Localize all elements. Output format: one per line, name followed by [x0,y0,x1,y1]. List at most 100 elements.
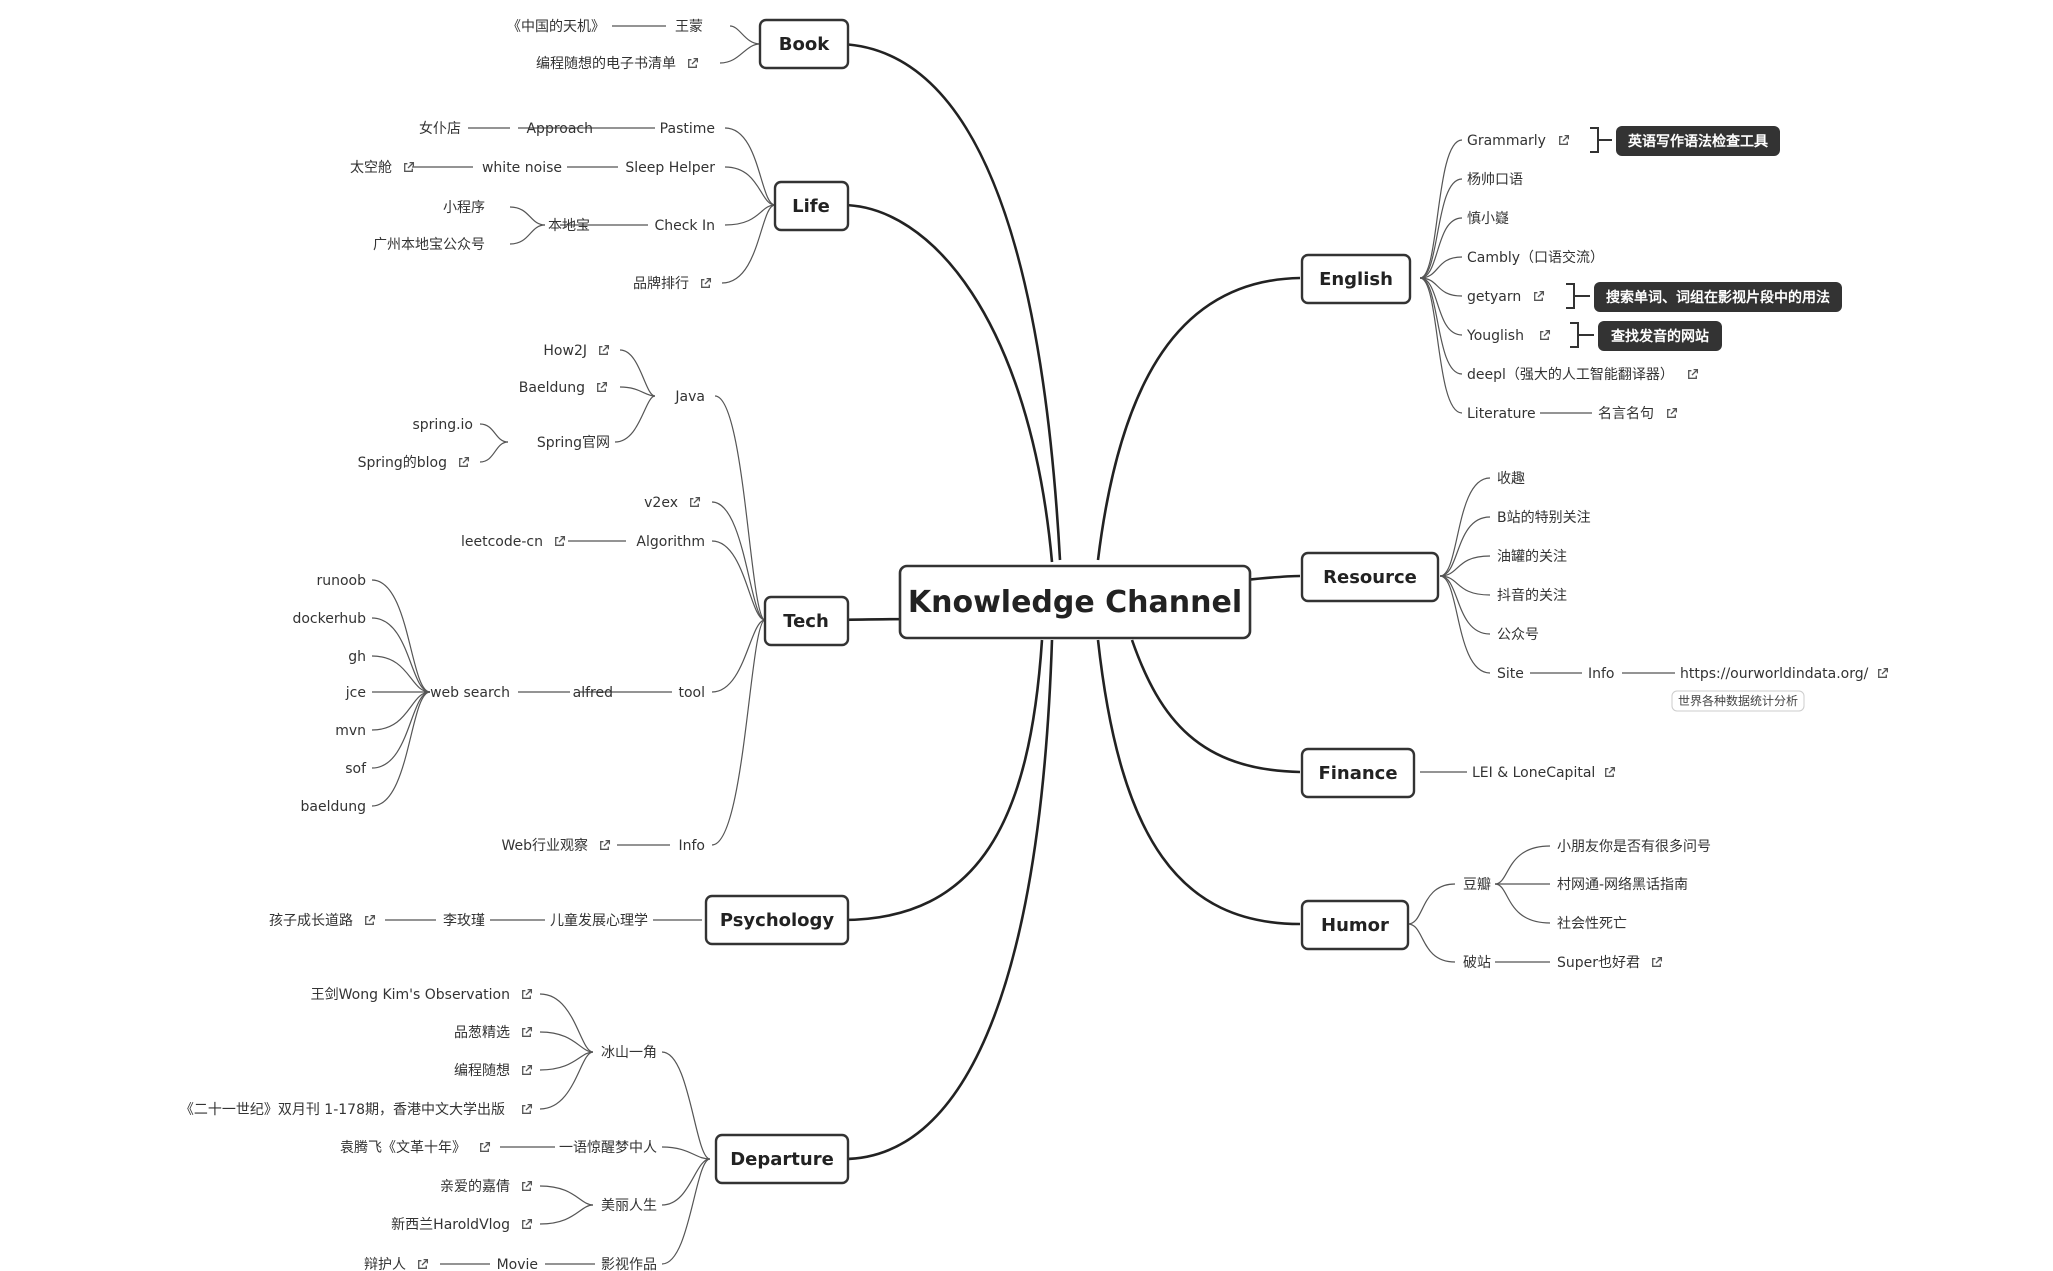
leaf-movie[interactable]: Movie [497,1257,538,1271]
leaf-web-obs[interactable]: Web行业观察 [501,837,588,854]
leaf-maid-cafe[interactable]: 女仆店 [419,120,461,137]
leaf-bilibili[interactable]: B站的特别关注 [1497,510,1591,526]
branch-tech[interactable]: Tech [763,595,850,647]
external-link-icon[interactable] [459,456,470,467]
external-link-icon[interactable] [1540,329,1551,340]
leaf-v2ex[interactable]: v2ex [644,495,678,511]
leaf-capsule[interactable]: 太空舱 [350,160,392,176]
leaf-youguan[interactable]: 油罐的关注 [1497,549,1567,565]
leaf-quotes[interactable]: 名言名句 [1598,406,1654,422]
external-link-icon[interactable] [1559,134,1570,145]
leaf-growth-path[interactable]: 孩子成长道路 [269,913,353,929]
leaf-li-meijin[interactable]: 李玫瑾 [443,913,485,929]
leaf-getyarn[interactable]: getyarn [1467,289,1521,305]
external-link-icon[interactable] [522,1180,533,1191]
external-link-icon[interactable] [480,1141,491,1152]
leaf-dockerhub[interactable]: dockerhub [292,611,366,627]
leaf-douban[interactable]: 豆瓣 [1463,877,1491,893]
external-link-icon[interactable] [1605,766,1616,777]
leaf-algorithm[interactable]: Algorithm [636,534,705,550]
leaf-info[interactable]: Info [1588,666,1615,682]
leaf-super-ye[interactable]: Super也好君 [1557,955,1640,971]
leaf-social-death[interactable]: 社会性死亡 [1557,916,1627,932]
leaf-sleep-helper[interactable]: Sleep Helper [625,160,715,176]
leaf-nz-vlog[interactable]: 新西兰HaroldVlog [391,1217,510,1233]
leaf-white-noise[interactable]: white noise [482,160,562,176]
leaf-iceberg[interactable]: 冰山一角 [601,1045,657,1061]
leaf-pastime[interactable]: Pastime [660,121,715,137]
leaf-jiaqian[interactable]: 亲爱的嘉倩 [440,1179,510,1195]
leaf-tool[interactable]: tool [678,685,705,701]
branch-finance[interactable]: Finance [1300,747,1416,799]
leaf-yuan-tengfei[interactable]: 袁腾飞《文革十年》 [340,1139,466,1156]
leaf-gh[interactable]: gh [348,649,366,665]
leaf-mini-program[interactable]: 小程序 [443,200,485,216]
leaf-leetcode[interactable]: leetcode-cn [461,534,543,550]
leaf-kids-questions[interactable]: 小朋友你是否有很多问号 [1557,838,1711,855]
root-node[interactable]: Knowledge Channel [898,564,1252,640]
leaf-pincong[interactable]: 品葱精选 [454,1025,510,1041]
leaf-wangmeng[interactable]: 王蒙 [675,19,703,35]
leaf-shenxiaoni[interactable]: 慎小嶷 [1467,211,1509,227]
leaf-youglish[interactable]: Youglish [1466,328,1524,344]
external-link-icon[interactable] [597,381,608,392]
external-link-icon[interactable] [701,277,712,288]
leaf-ebook-list[interactable]: 编程随想的电子书清单 [536,56,676,72]
external-link-icon[interactable] [599,344,610,355]
leaf-gongzhonghao[interactable]: 公众号 [1497,627,1539,643]
branch-english[interactable]: English [1300,253,1412,305]
external-link-icon[interactable] [1688,368,1699,379]
leaf-grammarly[interactable]: Grammarly [1467,133,1546,149]
leaf-java[interactable]: Java [674,389,705,405]
external-link-icon[interactable] [688,57,699,68]
leaf-deepl[interactable]: deepl（强大的人工智能翻译器） [1467,367,1674,383]
leaf-yangshuai[interactable]: 杨帅口语 [1467,172,1523,188]
external-link-icon[interactable] [1878,667,1889,678]
leaf-bendibao[interactable]: 本地宝 [548,218,590,234]
leaf-spring-io[interactable]: spring.io [413,417,474,433]
branch-life[interactable]: Life [773,180,850,232]
leaf-cunwangtong[interactable]: 村网通-网络黑话指南 [1557,877,1688,893]
leaf-spring-site[interactable]: Spring官网 [537,435,610,451]
branch-book[interactable]: Book [758,18,850,70]
external-link-icon[interactable] [522,988,533,999]
leaf-runoob[interactable]: runoob [316,573,366,589]
leaf-cambly[interactable]: Cambly（口语交流） [1467,249,1604,266]
leaf-films[interactable]: 影视作品 [601,1257,657,1271]
external-link-icon[interactable] [522,1218,533,1229]
leaf-literature[interactable]: Literature [1467,406,1536,422]
leaf-china-tianji[interactable]: 《中国的天机》 [507,19,605,35]
leaf-lei[interactable]: LEI & LoneCapital [1472,765,1595,781]
leaf-site[interactable]: Site [1497,666,1524,682]
leaf-child-psych[interactable]: 儿童发展心理学 [550,912,648,929]
leaf-info[interactable]: Info [679,838,706,854]
leaf-mvn[interactable]: mvn [335,723,366,739]
branch-departure[interactable]: Departure [714,1133,850,1185]
external-link-icon[interactable] [522,1026,533,1037]
leaf-defender[interactable]: 辩护人 [364,1257,406,1271]
external-link-icon[interactable] [600,839,611,850]
leaf-spring-blog[interactable]: Spring的blog [358,455,447,471]
leaf-jce[interactable]: jce [345,685,366,701]
external-link-icon[interactable] [1534,290,1545,301]
external-link-icon[interactable] [522,1064,533,1075]
leaf-web-search[interactable]: web search [430,685,510,701]
leaf-c21[interactable]: 《二十一世纪》双月刊 1-178期，香港中文大学出版 [180,1102,505,1118]
branch-humor[interactable]: Humor [1300,899,1410,951]
leaf-baeldung-lc[interactable]: baeldung [301,799,367,815]
leaf-how2j[interactable]: How2J [543,343,587,359]
leaf-pozhan[interactable]: 破站 [1463,955,1491,971]
external-link-icon[interactable] [1667,407,1678,418]
leaf-gz-official[interactable]: 广州本地宝公众号 [373,237,485,253]
leaf-brand-rank[interactable]: 品牌排行 [633,275,689,292]
external-link-icon[interactable] [690,496,701,507]
leaf-check-in[interactable]: Check In [654,218,715,234]
external-link-icon[interactable] [555,535,566,546]
leaf-owid[interactable]: https://ourworldindata.org/ [1680,666,1869,682]
external-link-icon[interactable] [418,1258,429,1269]
external-link-icon[interactable] [1652,956,1663,967]
leaf-approach[interactable]: Approach [526,121,593,137]
branch-resource[interactable]: Resource [1300,551,1440,603]
leaf-douyin[interactable]: 抖音的关注 [1497,587,1567,604]
leaf-awaken[interactable]: 一语惊醒梦中人 [559,1140,657,1156]
